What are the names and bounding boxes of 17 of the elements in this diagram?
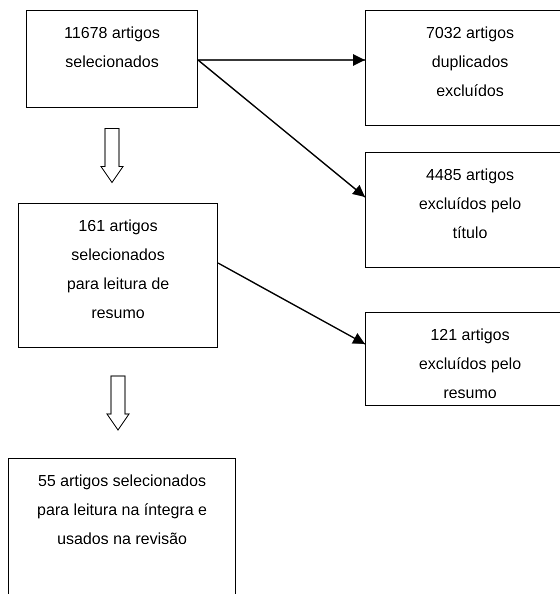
process-box (365, 152, 560, 268)
box-text: 121 artigos excluídos pelo resumo (418, 326, 522, 404)
box-text: 161 artigos selecionados para leitura de resumo (66, 217, 170, 324)
process-box (26, 10, 198, 108)
box-text: 55 artigos selecionados para leitura na íntegra e usados na revisão (36, 472, 208, 550)
arrow (218, 262, 366, 345)
process-box (365, 312, 560, 406)
box-text: 7032 artigos duplicados excluídos (424, 24, 516, 102)
process-box (8, 458, 236, 594)
hollow-arrow (100, 128, 124, 184)
arrow (198, 59, 366, 198)
process-box (18, 203, 218, 348)
hollow-arrow (106, 376, 130, 431)
box-text: 4485 artigos excluídos pelo título (418, 166, 522, 244)
arrow (198, 54, 365, 66)
box-text: 11678 artigos selecionados (63, 24, 161, 73)
process-box (365, 10, 560, 126)
